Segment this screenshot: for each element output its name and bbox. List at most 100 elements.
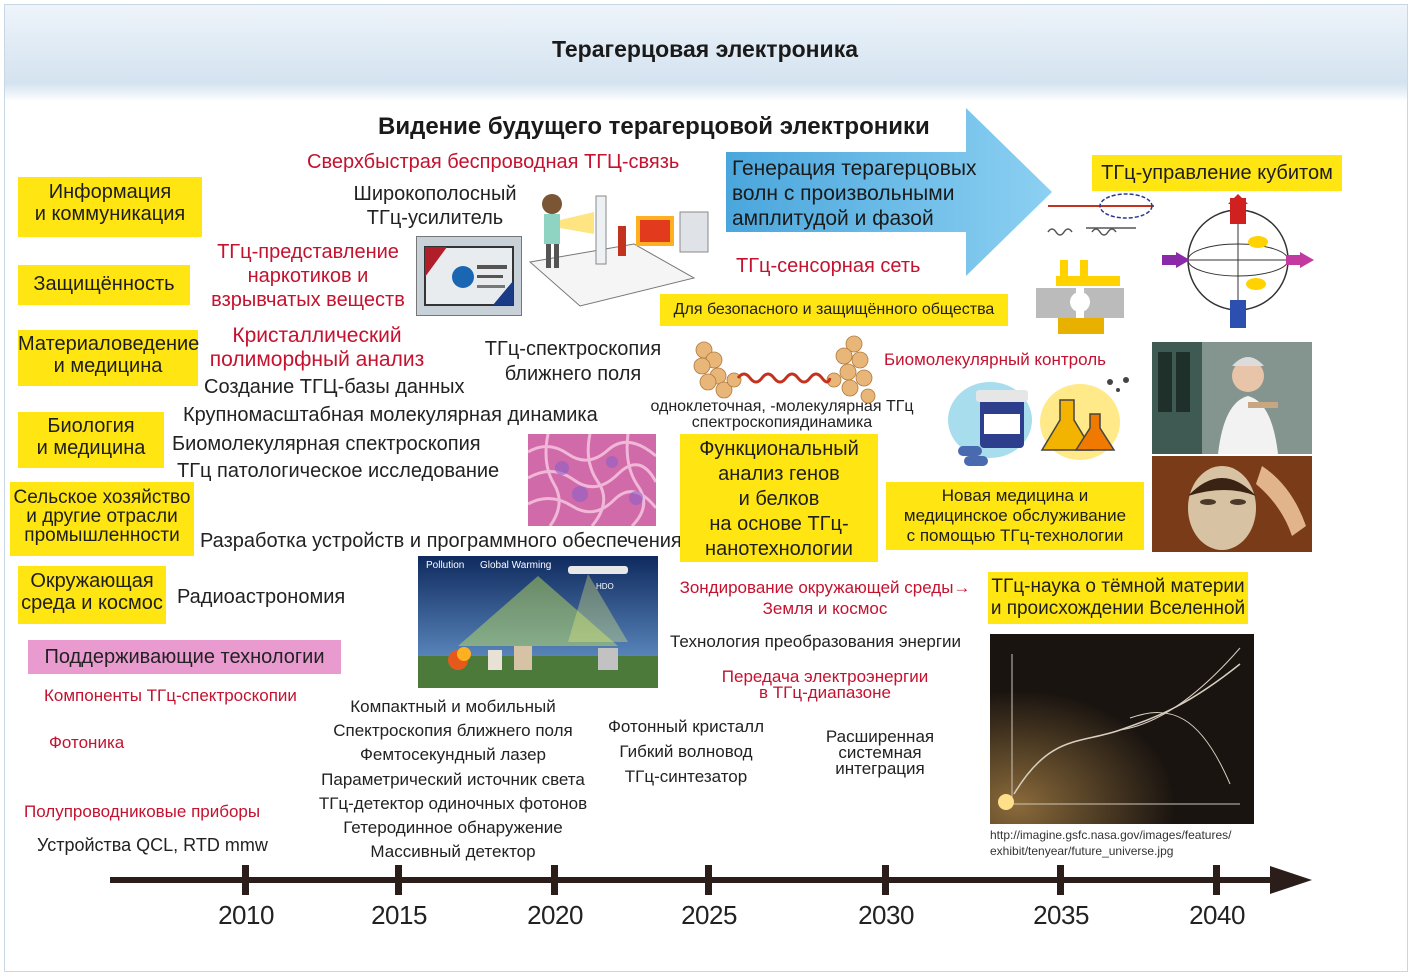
year-2010: 2010 [218, 900, 274, 930]
tissue-drawing [528, 434, 656, 526]
list-item: Расширенная [825, 727, 935, 746]
ultrafast-comm-label: Сверхбыстрая беспроводная ТГЦ-связь [307, 151, 680, 173]
category-biology: Биология и медицина [18, 412, 164, 468]
face-treatment-image [1152, 456, 1312, 552]
list-item: Параметрический источник света [321, 769, 585, 789]
text-line: одноклеточная, -молекулярная ТГц [650, 398, 914, 415]
doctor-drawing [1152, 342, 1312, 454]
text-line: в ТГц-диапазоне [759, 683, 891, 702]
universe-drawing [990, 634, 1254, 824]
timeline-axis [110, 865, 1312, 895]
text-line: медицинское обслуживание [903, 506, 1127, 525]
text-line: Передача электроэнергии [721, 667, 929, 686]
database-label: Создание ТГЦ-базы данных [204, 376, 465, 398]
progress-arrow [726, 108, 1052, 276]
molecule-image [693, 335, 876, 404]
spectro-components-label: Компоненты ТГц-спектроскопии [44, 686, 297, 705]
text-line: Земля и космос [762, 599, 888, 618]
year-2015: 2015 [371, 900, 427, 930]
medicine-image [948, 377, 1129, 466]
category-label: Окружающая [30, 570, 154, 592]
text-line: с помощью ТГц-технологии [906, 526, 1124, 545]
year-2035: 2035 [1033, 900, 1089, 930]
text-line: анализ генов [718, 463, 840, 485]
category-label: и медицина [53, 355, 163, 377]
text-line: ТГц-спектроскопия [484, 338, 662, 360]
text-line: и происхождении Вселенной [990, 598, 1246, 619]
list-item: Фотонный кристалл [607, 717, 765, 736]
gene-analysis-box: Функциональный анализ генов и белков на … [680, 434, 878, 562]
text-line: Новая медицина и [941, 486, 1089, 505]
list-item: интеграция [835, 759, 925, 778]
env-sensing-label: Зондирование окружающей среды→ Земля и к… [666, 577, 984, 619]
category-label: Защищённость [33, 273, 175, 295]
biomol-spectro-label: Биомолекулярная спектроскопия [172, 433, 481, 455]
list-item: системная [838, 743, 922, 762]
arrow-text-line2: волн с произвольными [732, 182, 955, 205]
biomol-control-label: Биомолекулярный контроль [884, 350, 1106, 369]
category-security: Защищённость [18, 265, 190, 305]
new-medicine-box: Новая медицина и медицинское обслуживани… [886, 482, 1144, 550]
text-line: ТГц-представление [217, 241, 399, 263]
year-2025: 2025 [681, 900, 737, 930]
text-line: ТГц-наука о тёмной материи [991, 576, 1245, 597]
warming-label: Global Warming [480, 560, 552, 571]
category-label: Биология [47, 415, 135, 437]
text-line: полиморфный анализ [209, 348, 425, 371]
category-info-comm: Информация и коммуникация [18, 177, 202, 237]
text-line: Кристаллический [232, 324, 402, 347]
header-band [5, 5, 1407, 101]
earth-monitoring-image: Pollution Global Warming HDO [418, 556, 658, 688]
radioastronomy-label: Радиоастрономия [177, 586, 346, 608]
page-title: Терагерцовая электроника [551, 36, 859, 62]
dark-matter-box: ТГц-наука о тёмной материи и происхожден… [988, 572, 1248, 624]
nearfield-spectro-label: ТГц-спектроскопия ближнего поля [470, 337, 676, 387]
photonics-label: Фотоника [49, 733, 125, 752]
drugs-imaging-label: ТГц-представление наркотиков и взрывчаты… [206, 240, 410, 312]
crystal-analysis-label: Кристаллический полиморфный анализ [200, 324, 434, 372]
category-environment: Окружающая среда и космос [18, 566, 166, 624]
list-item: Гетеродинное обнаружение [343, 818, 563, 838]
category-label: и медицина [36, 437, 146, 459]
text-line: наркотиков и [247, 265, 369, 287]
support-list-2022: Фотонный кристалл Гибкий волновод ТГц-си… [596, 714, 776, 789]
text-line: взрывчатых веществ [211, 289, 405, 311]
category-agriculture: Сельское хозяйство и другие отрасли пром… [10, 482, 194, 556]
category-label: и другие отрасли [26, 506, 178, 527]
year-2040: 2040 [1189, 900, 1245, 930]
category-label: промышленности [24, 525, 180, 546]
source-url-line2: exhibit/tenyear/future_universe.jpg [990, 844, 1174, 858]
universe-image [990, 634, 1254, 824]
qcl-label: Устройства QCL, RTD mmw [37, 835, 268, 855]
device-software-label: Разработка устройств и программного обес… [200, 530, 682, 552]
single-cell-label: одноклеточная, -молекулярная ТГц спектро… [632, 399, 932, 431]
wireless-scene-image [524, 182, 724, 312]
tissue-image [528, 434, 656, 526]
broadband-amp-label: Широкополосный ТГц-усилитель [330, 182, 540, 230]
list-item: Фемтосекундный лазер [359, 745, 547, 765]
category-materials: Материаловедение и медицина [18, 330, 199, 386]
hdo-label: HDO [596, 582, 614, 591]
support-list-2030: Расширенная системная интеграция [800, 727, 960, 778]
earth-monitoring-drawing [418, 556, 658, 688]
text-line: и белков [738, 488, 820, 510]
arrow-text-line3: амплитудой и фазой [732, 207, 934, 230]
diagram-subtitle: Видение будущего терагерцовой электроник… [378, 113, 930, 140]
list-item: Спектроскопия ближнего поля [333, 721, 573, 741]
list-item: ТГц-детектор одиночных фотонов [318, 793, 588, 813]
category-label: и коммуникация [34, 203, 186, 225]
source-url-line1: http://imagine.gsfc.nasa.gov/images/feat… [990, 828, 1232, 842]
power-transfer-label: Передача электроэнергии в ТГц-диапазоне [712, 667, 938, 702]
parcel-drawing [417, 237, 521, 315]
pathology-label: ТГц патологическое исследование [177, 460, 500, 482]
list-item: Массивный детектор [370, 842, 536, 862]
energy-conversion-label: Технология преобразования энергии [670, 632, 962, 651]
doctor-image [1152, 342, 1312, 454]
text-line: на основе ТГц- [709, 513, 849, 535]
parcel-image [416, 236, 522, 316]
safe-society-box: Для безопасного и защищённого общества [660, 294, 1008, 326]
category-label: Сельское хозяйство [13, 487, 191, 508]
list-item: Гибкий волновод [619, 742, 753, 761]
arrow-text-line1: Генерация терагерцовых [732, 157, 977, 180]
supporting-technologies-box: Поддерживающие технологии [28, 640, 341, 674]
